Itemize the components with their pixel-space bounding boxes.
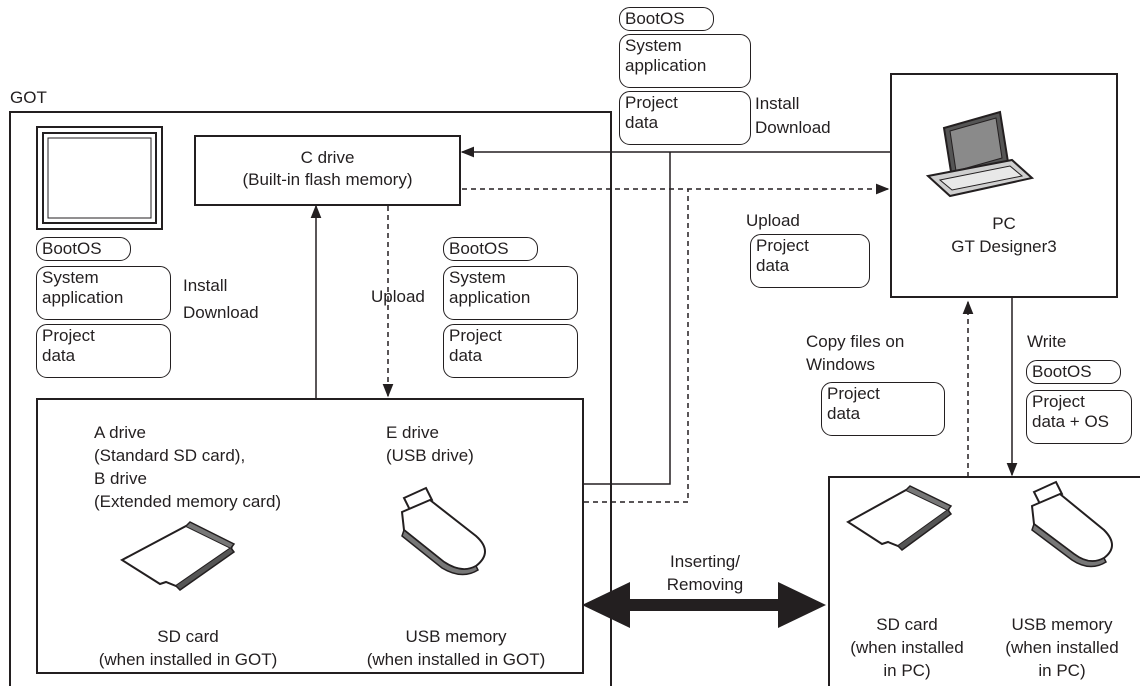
top-sysapp-pill: System application bbox=[619, 34, 751, 88]
upload-sysapp-pill: System application bbox=[443, 266, 578, 320]
copy-project-pill: Project data bbox=[821, 382, 945, 436]
upload-project-line1: Project bbox=[449, 326, 502, 345]
got-monitor-icon bbox=[36, 126, 163, 230]
install-usb-line bbox=[584, 152, 671, 485]
upload-sysapp-line1: System bbox=[449, 268, 506, 287]
got-label: GOT bbox=[10, 88, 47, 107]
upload-sysapp-line2: application bbox=[449, 288, 531, 307]
write-label: Write bbox=[1027, 332, 1067, 351]
a-drive-line3: B drive bbox=[94, 469, 147, 488]
pc-usb-caption-3: in PC) bbox=[1038, 661, 1086, 680]
inserting-label: Inserting/ bbox=[670, 552, 740, 571]
copy-files-line2: Windows bbox=[806, 355, 875, 374]
got-usb-caption-2: (when installed in GOT) bbox=[366, 650, 546, 669]
c-drive-title: C drive bbox=[300, 148, 355, 167]
top-download-label: Download bbox=[755, 118, 831, 137]
a-drive-line1: A drive bbox=[94, 423, 146, 442]
pc-sd-caption-2: (when installed bbox=[850, 638, 964, 657]
got-upload-label: Upload bbox=[371, 287, 425, 306]
copy-project-line2: data bbox=[827, 404, 861, 423]
removing-label: Removing bbox=[666, 575, 744, 594]
got-sd-caption-2: (when installed in GOT) bbox=[98, 650, 278, 669]
left-project-line1: Project bbox=[42, 326, 95, 345]
copy-files-line1: Copy files on bbox=[806, 332, 905, 351]
pc-usb-caption-2: (when installed bbox=[1005, 638, 1119, 657]
pc-subtitle: GT Designer3 bbox=[951, 237, 1057, 256]
a-drive-line4: (Extended memory card) bbox=[94, 492, 282, 511]
got-usb-icon bbox=[400, 486, 486, 576]
upload-usb-line bbox=[584, 189, 689, 503]
upload-project-line2: data bbox=[449, 346, 483, 365]
laptop-icon bbox=[925, 110, 1035, 198]
left-sysapp-line2: application bbox=[42, 288, 124, 307]
got-storage-box bbox=[36, 398, 584, 674]
pc-storage-frame bbox=[828, 476, 1140, 686]
pc-usb-caption-1: USB memory bbox=[1011, 615, 1113, 634]
left-download-label: Download bbox=[183, 303, 259, 322]
pc-upload-project-line1: Project bbox=[756, 236, 809, 255]
pc-usb-icon bbox=[1030, 480, 1113, 568]
left-bootos-pill: BootOS bbox=[36, 237, 131, 261]
pc-sd-card-icon bbox=[846, 485, 953, 551]
a-drive-line2: (Standard SD card), bbox=[94, 446, 246, 465]
pc-box: PC GT Designer3 bbox=[890, 73, 1118, 298]
top-project-line2: data bbox=[625, 113, 659, 132]
pc-upload-project-pill: Project data bbox=[750, 234, 870, 288]
got-usb-caption-1: USB memory bbox=[405, 627, 507, 646]
got-sd-card-icon bbox=[120, 521, 236, 591]
got-frame bbox=[9, 111, 612, 686]
top-project-line1: Project bbox=[625, 93, 678, 112]
pc-upload-label: Upload bbox=[746, 211, 800, 230]
c-drive-box: C drive (Built-in flash memory) bbox=[194, 135, 461, 206]
left-project-pill: Project data bbox=[36, 324, 171, 378]
pc-sd-caption-1: SD card bbox=[876, 615, 938, 634]
left-sysapp-line1: System bbox=[42, 268, 99, 287]
got-sd-caption-1: SD card bbox=[157, 627, 219, 646]
upload-bootos-pill: BootOS bbox=[443, 237, 538, 261]
pc-upload-project-line2: data bbox=[756, 256, 790, 275]
e-drive-line1: E drive bbox=[386, 423, 439, 442]
e-drive-line2: (USB drive) bbox=[386, 446, 474, 465]
top-install-label: Install bbox=[755, 94, 800, 113]
left-sysapp-pill: System application bbox=[36, 266, 171, 320]
top-project-pill: Project data bbox=[619, 91, 751, 145]
top-sysapp-line1: System bbox=[625, 36, 682, 55]
pc-sd-caption-3: in PC) bbox=[883, 661, 931, 680]
top-bootos-pill: BootOS bbox=[619, 7, 714, 31]
inserting-double-arrow bbox=[582, 582, 826, 628]
left-install-label: Install bbox=[183, 276, 228, 295]
write-project-pill: Project data + OS bbox=[1026, 390, 1132, 444]
copy-project-line1: Project bbox=[827, 384, 880, 403]
c-drive-subtitle: (Built-in flash memory) bbox=[242, 170, 413, 189]
left-project-line2: data bbox=[42, 346, 76, 365]
write-project-line2: data + OS bbox=[1032, 412, 1110, 431]
upload-project-pill: Project data bbox=[443, 324, 578, 378]
write-bootos-pill: BootOS bbox=[1026, 360, 1121, 384]
pc-title: PC bbox=[992, 214, 1016, 233]
top-sysapp-line2: application bbox=[625, 56, 707, 75]
write-project-line1: Project bbox=[1032, 392, 1085, 411]
